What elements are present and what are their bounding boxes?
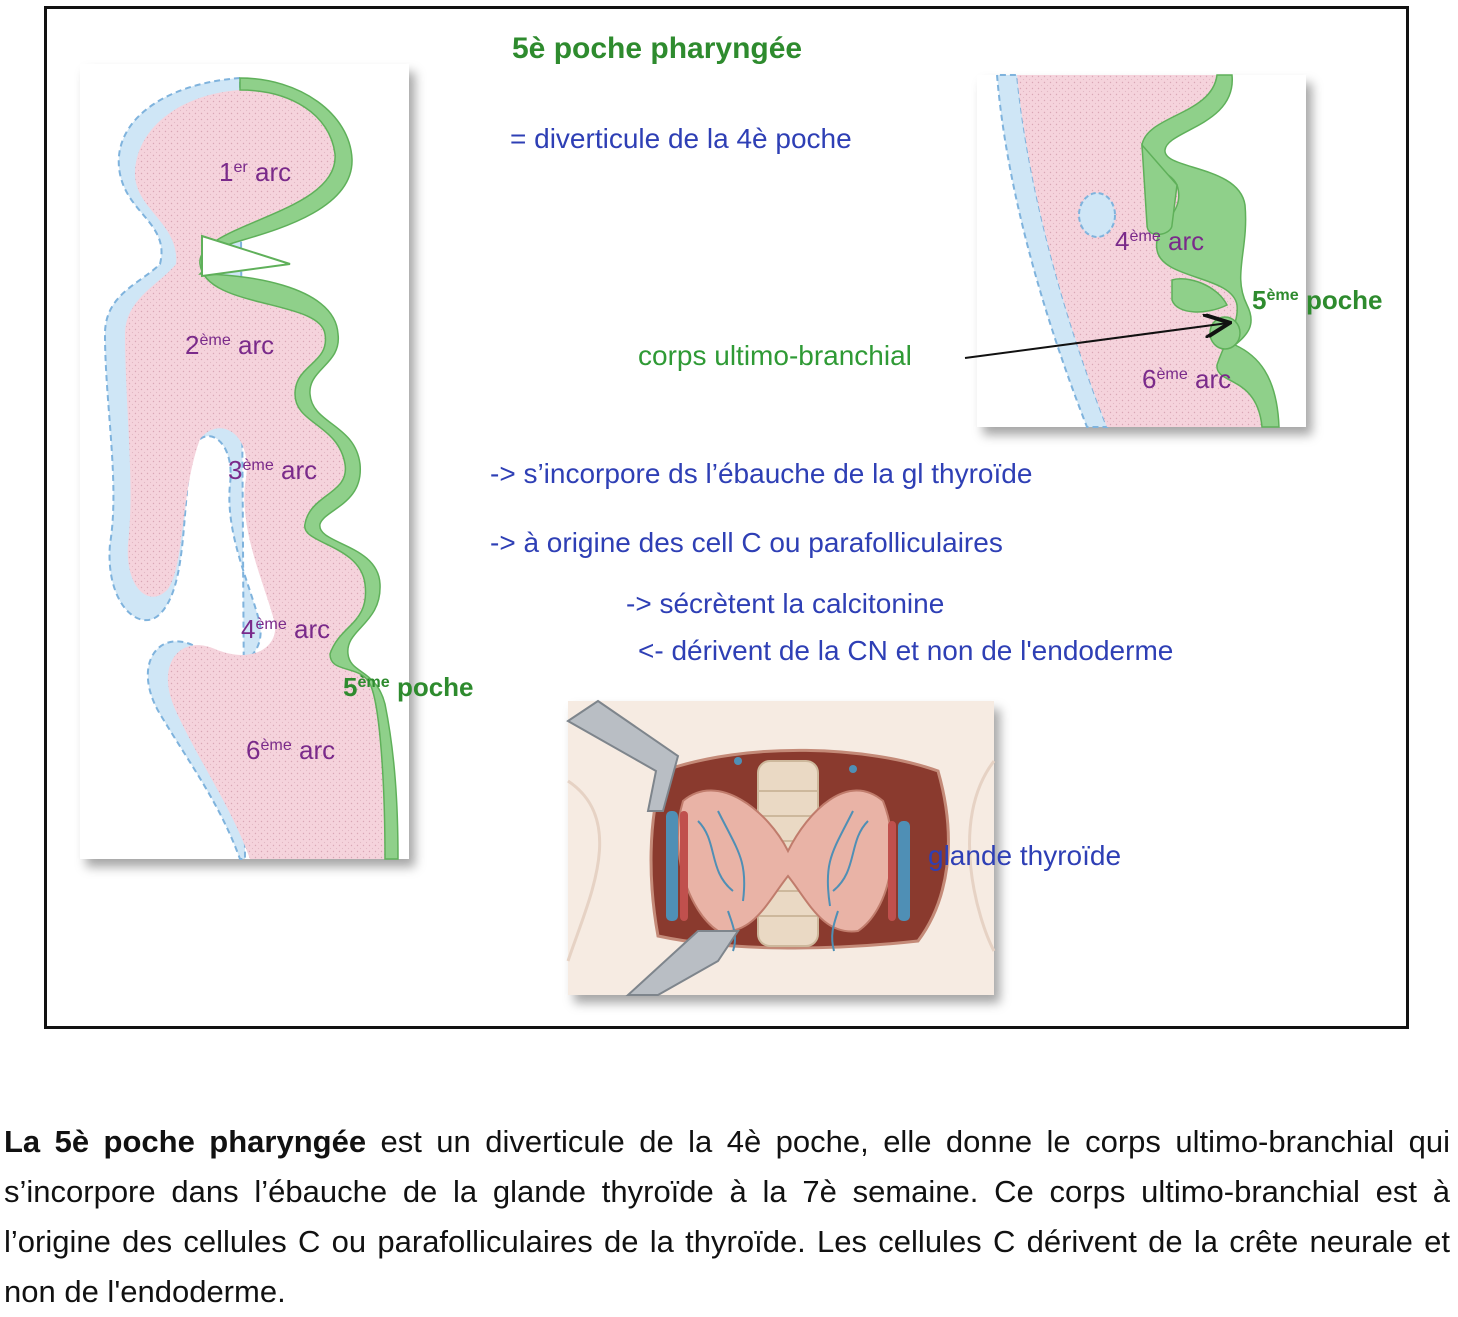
left-arc1-label: 1er arc (219, 157, 292, 187)
line-derivent: <- dérivent de la CN et non de l'endoder… (638, 635, 1174, 666)
paragraph-lead: La 5è poche pharyngée (4, 1124, 367, 1159)
corps-ultimobranchial-label: corps ultimo-branchial (638, 340, 912, 371)
left-arc3-label: 3ème arc (228, 455, 318, 485)
right-poche5-label: 5ème poche (1252, 285, 1383, 315)
left-arc6-label: 6ème arc (246, 735, 336, 765)
arches-diagram-svg (103, 76, 399, 860)
thyroid-surgery-svg (566, 699, 996, 996)
retractor-top (566, 699, 680, 812)
retractor-bottom (625, 930, 740, 996)
line-origine: -> à origine des cell C ou parafollicula… (490, 527, 1003, 558)
fourth-pouch-finger (1141, 142, 1178, 236)
explanation-paragraph: La 5è poche pharyngée est un diverticule… (4, 1117, 1450, 1317)
diagram-title: 5è poche pharyngée (512, 32, 803, 65)
figure-frame (44, 6, 1409, 1029)
line-secretent: -> sécrètent la calcitonine (626, 588, 945, 619)
endoderm-layer (198, 77, 399, 860)
glande-thyroide-label: glande thyroïde (928, 840, 1122, 871)
paragraph-body: est un diverticule de la 4è poche, elle … (4, 1124, 1450, 1309)
line-incorpore: -> s’incorpore ds l’ébauche de la gl thy… (490, 458, 1033, 489)
mesoderm-layer (125, 90, 385, 859)
first-pouch-lumen (201, 234, 291, 278)
left-poche5-label: 5ème poche (343, 672, 474, 702)
left-arc4-label: 4ème arc (241, 614, 331, 644)
right-arc4-label: 4ème arc (1115, 226, 1205, 256)
line-diverticule: = diverticule de la 4è poche (510, 123, 852, 154)
ectoderm-vesicle (1078, 192, 1116, 238)
fifth-pouch-bulge (1171, 278, 1229, 313)
ultimobranchial-body (1209, 316, 1241, 350)
arches-diagram-panel (80, 64, 409, 860)
left-arc2-label: 2ème arc (185, 330, 275, 360)
right-arc6-label: 6ème arc (1142, 364, 1232, 394)
thyroid-surgery-illustration (566, 699, 996, 996)
